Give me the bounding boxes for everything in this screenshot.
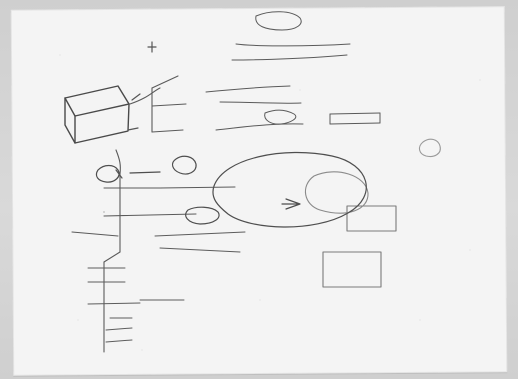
connector-lines (71, 75, 236, 353)
paper-texture (59, 54, 481, 351)
center-ellipse (95, 151, 367, 228)
small-marks (115, 41, 157, 179)
top-notes (205, 11, 381, 131)
right-shapes (304, 138, 441, 288)
box-drawing (64, 85, 130, 144)
bottom-left-notes (87, 231, 246, 343)
